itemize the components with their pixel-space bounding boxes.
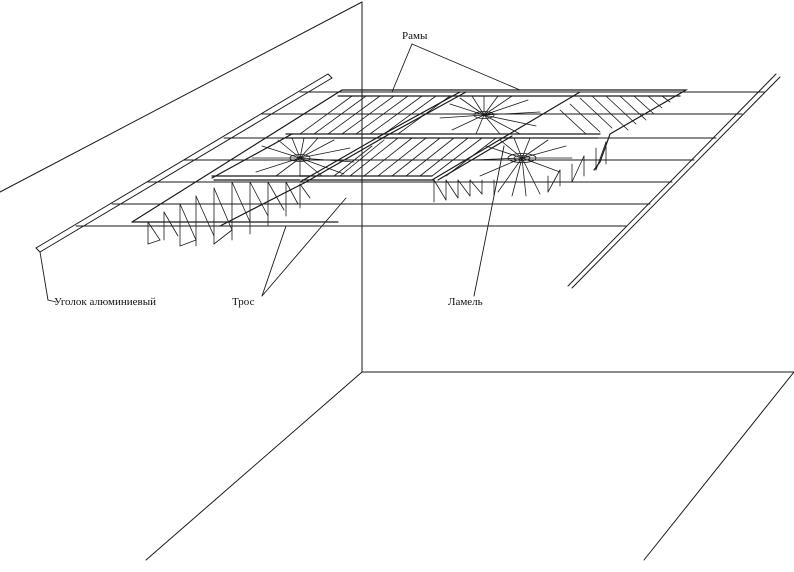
label-aluminum-angle: Уголок алюминиевый — [54, 296, 157, 308]
frame-slats-2 — [560, 96, 670, 134]
leader-cable — [262, 198, 346, 296]
label-frames: Рамы — [402, 30, 428, 42]
radial-slats-c — [472, 138, 572, 196]
leader-lamella — [474, 146, 504, 296]
aluminum-angle-left — [36, 74, 332, 252]
leader-angle — [40, 252, 56, 302]
cables — [76, 92, 764, 226]
label-cable: Трос — [232, 296, 255, 308]
lamellae-right — [434, 142, 606, 202]
frame-slats-3 — [334, 138, 496, 176]
lamellae-left — [148, 182, 310, 246]
label-lamella: Ламель — [448, 296, 483, 308]
leader-frames — [392, 44, 520, 92]
aluminum-angle-right — [568, 74, 780, 288]
radial-slats-a — [440, 96, 540, 134]
room-walls — [0, 2, 794, 560]
frame-slats-1 — [300, 96, 450, 134]
frames — [132, 90, 686, 226]
radial-slats-b — [252, 138, 354, 176]
